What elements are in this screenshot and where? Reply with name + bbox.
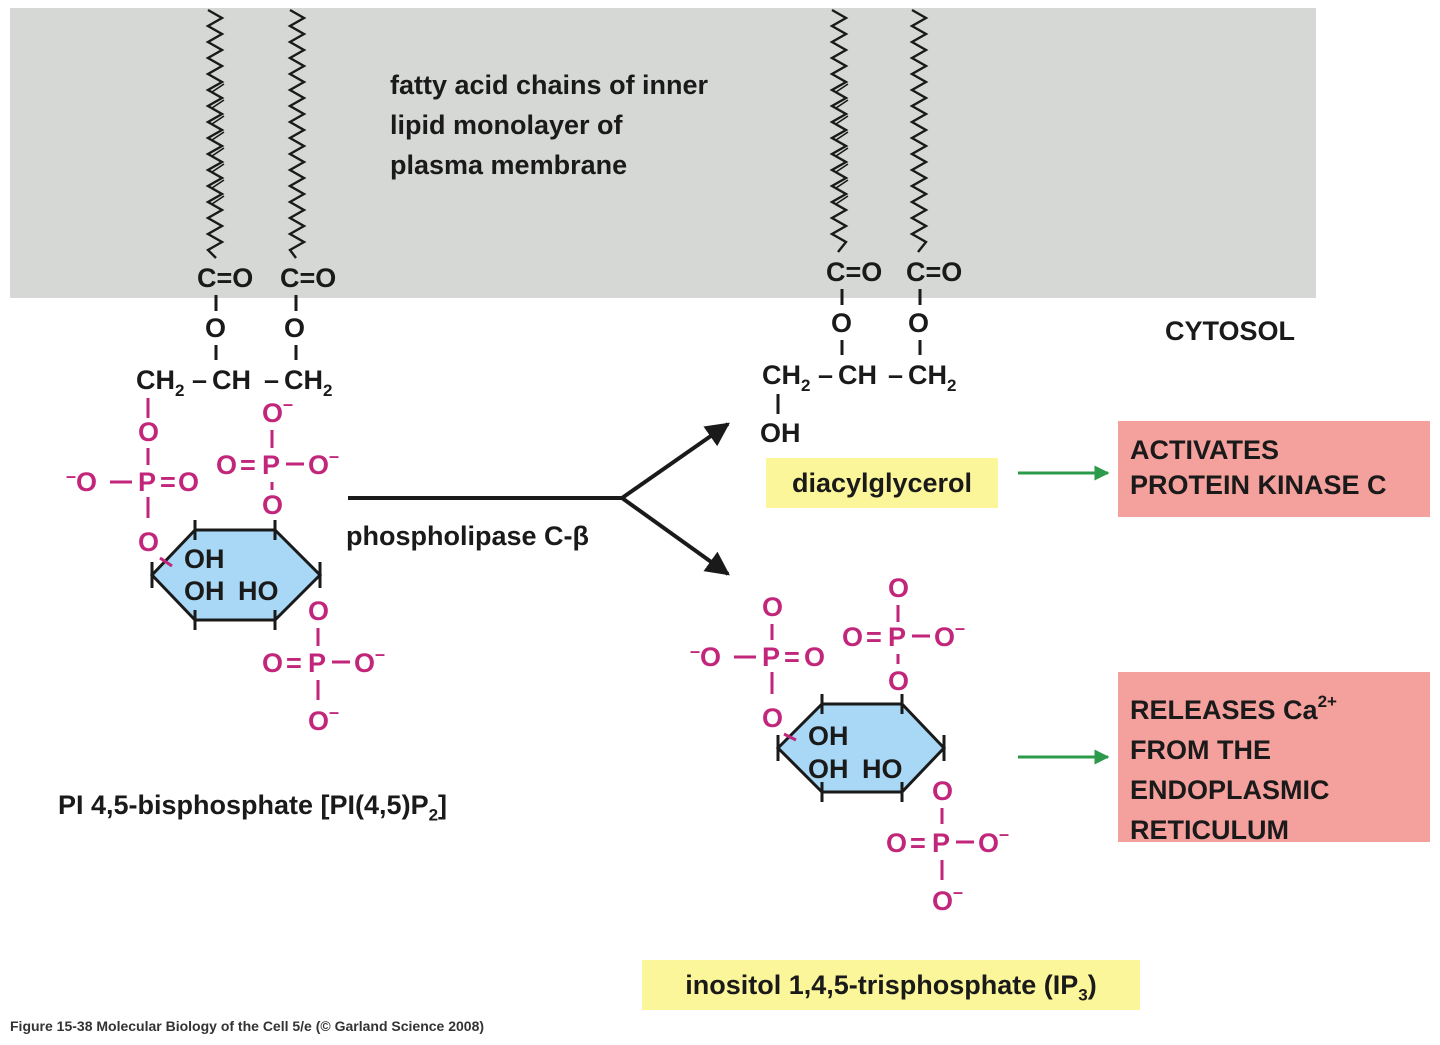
dag-dash: – [818, 360, 833, 390]
pip2-phosphate-o: O [262, 648, 283, 678]
ip3-phosphate-o: O [842, 622, 863, 652]
pip2-phosphate-o: O [178, 467, 199, 497]
pip2-dash: – [192, 365, 207, 395]
dag-hydroxyl: OH [760, 418, 801, 448]
pip2-inositol-ring [149, 528, 323, 622]
phospholipase-reaction-arrows [348, 422, 730, 576]
dag-carbonyl-2: C=O [906, 257, 962, 287]
pip2-ring-ho: HO [238, 576, 279, 606]
pip2-carbonyl-1: C=O [197, 263, 253, 293]
pip2-phosphate-o: O [308, 596, 329, 626]
pip2-phosphate-o: O [216, 450, 237, 480]
ip3-phosphate-o-minus: –O [690, 641, 721, 672]
ip3-phosphate-eq: = [866, 622, 882, 652]
pip2-name-label: PI 4,5-bisphosphate [PI(4,5)P2] [58, 790, 448, 825]
enzyme-label: phospholipase C-β [346, 521, 589, 551]
pip2-phosphate-eq: = [160, 467, 176, 497]
ip3-phosphate-p: P [762, 642, 780, 672]
membrane-label-line-2: lipid monolayer of [390, 110, 624, 140]
calcium-effect-line: RETICULUM [1130, 815, 1289, 845]
double-bond-marks [835, 83, 849, 205]
pip2-phosphate-eq: = [240, 450, 256, 480]
dag-fatty-acid-chains [829, 8, 929, 253]
dag-ch2-left: CH2 [762, 360, 810, 395]
ip3-phosphate-o-minus: O– [978, 824, 1009, 858]
arrow-to-dag [620, 422, 730, 500]
pip2-phosphate-o-minus: O– [354, 644, 385, 678]
pip2-phosphate-o-minus: –O [66, 466, 97, 497]
ip3-ring-oh: OH [808, 754, 849, 784]
fatty-acid-chain [909, 8, 929, 253]
fatty-acid-chain [287, 8, 307, 259]
ip3-phosphate-o: O [888, 573, 909, 603]
ip3-name-label: inositol 1,4,5-trisphosphate (IP3) [642, 960, 1140, 1010]
pip2-ring-oh: OH [184, 576, 225, 606]
dag-dash: – [888, 360, 903, 390]
pip2-phosphate-o: O [138, 417, 159, 447]
pip2-carbonyl-2: C=O [280, 263, 336, 293]
fatty-acid-chain [829, 8, 849, 253]
arrow-to-ip3 [620, 496, 730, 576]
ip3-phosphate-o: O [932, 776, 953, 806]
ip3-inositol-ring [775, 702, 947, 794]
dag-carbonyl-1: C=O [826, 257, 882, 287]
ip3-phosphate-o: O [886, 828, 907, 858]
pkc-effect-line: PROTEIN KINASE C [1130, 470, 1387, 500]
ip3-phosphate-p: P [932, 828, 950, 858]
ip3-phosphate-p: P [888, 622, 906, 652]
pip2-dash: – [264, 365, 279, 395]
ip3-molecule: OH OH HO O –O P = O O O O = P O– O O O =… [690, 573, 1009, 916]
pip2-ch2-left: CH2 [136, 365, 184, 400]
pip2-molecule: C=O C=O O O CH2 – CH – CH2 OH OH HO O –O… [66, 263, 385, 736]
pip2-ester-o-2: O [284, 313, 305, 343]
pip2-ch: CH [212, 365, 251, 395]
ip3-phosphate-o: O [762, 703, 783, 733]
pip2-phosphate-o-minus: O– [308, 702, 339, 736]
pip2-phosphate-o: O [262, 490, 283, 520]
ip3-phosphate-eq: = [910, 828, 926, 858]
membrane-label-line-1: fatty acid chains of inner [390, 70, 709, 100]
dag-ch: CH [838, 360, 877, 390]
ip3-phosphate-o: O [888, 666, 909, 696]
pip2-phosphate-p: P [308, 648, 326, 678]
calcium-effect-line: ENDOPLASMIC [1130, 775, 1330, 805]
pip2-phosphate-eq: = [286, 648, 302, 678]
ip3-phosphate-o: O [762, 592, 783, 622]
ip3-ring-ho: HO [862, 754, 903, 784]
pip2-phosphate-o: O [138, 527, 159, 557]
pip2-phosphate-o-minus: O– [262, 394, 293, 428]
ip3-ring-oh-top: OH [808, 721, 849, 751]
figure-caption: Figure 15-38 Molecular Biology of the Ce… [10, 1018, 485, 1034]
plasma-membrane-band [10, 8, 1316, 298]
pkc-effect-box: ACTIVATES PROTEIN KINASE C [1118, 421, 1430, 517]
calcium-effect-box: RELEASES Ca2+ FROM THE ENDOPLASMIC RETIC… [1118, 672, 1430, 845]
dag-name-label: diacylglycerol [766, 458, 998, 508]
pip2-ring-oh-top: OH [184, 544, 225, 574]
pip2-ester-o-1: O [205, 313, 226, 343]
dag-ch2-right: CH2 [908, 360, 956, 395]
pip2-phosphate-o-minus: O– [308, 446, 339, 480]
ip3-phosphate-o: O [804, 642, 825, 672]
dag-molecule: C=O C=O O O CH2 – CH – CH2 OH [760, 257, 962, 448]
calcium-effect-line: RELEASES Ca2+ [1130, 692, 1337, 725]
cytosol-label: CYTOSOL [1165, 316, 1295, 346]
membrane-label-line-3: plasma membrane [390, 150, 627, 180]
ip3-phosphate-o-minus: O– [934, 618, 965, 652]
pip2-ch2-right: CH2 [284, 365, 332, 400]
pkc-effect-line: ACTIVATES [1130, 435, 1280, 465]
pip2-phosphate-p: P [262, 450, 280, 480]
ip3-phosphate-eq: = [784, 642, 800, 672]
ip3-phosphate-o-minus: O– [932, 882, 963, 916]
pip2-fatty-acid-chains [205, 8, 307, 259]
dag-ester-o-1: O [831, 308, 852, 338]
calcium-effect-line: FROM THE [1130, 735, 1271, 765]
double-bond-marks [211, 83, 225, 205]
pip2-phosphate-p: P [138, 467, 156, 497]
dag-ester-o-2: O [908, 308, 929, 338]
fatty-acid-chain [205, 8, 225, 259]
